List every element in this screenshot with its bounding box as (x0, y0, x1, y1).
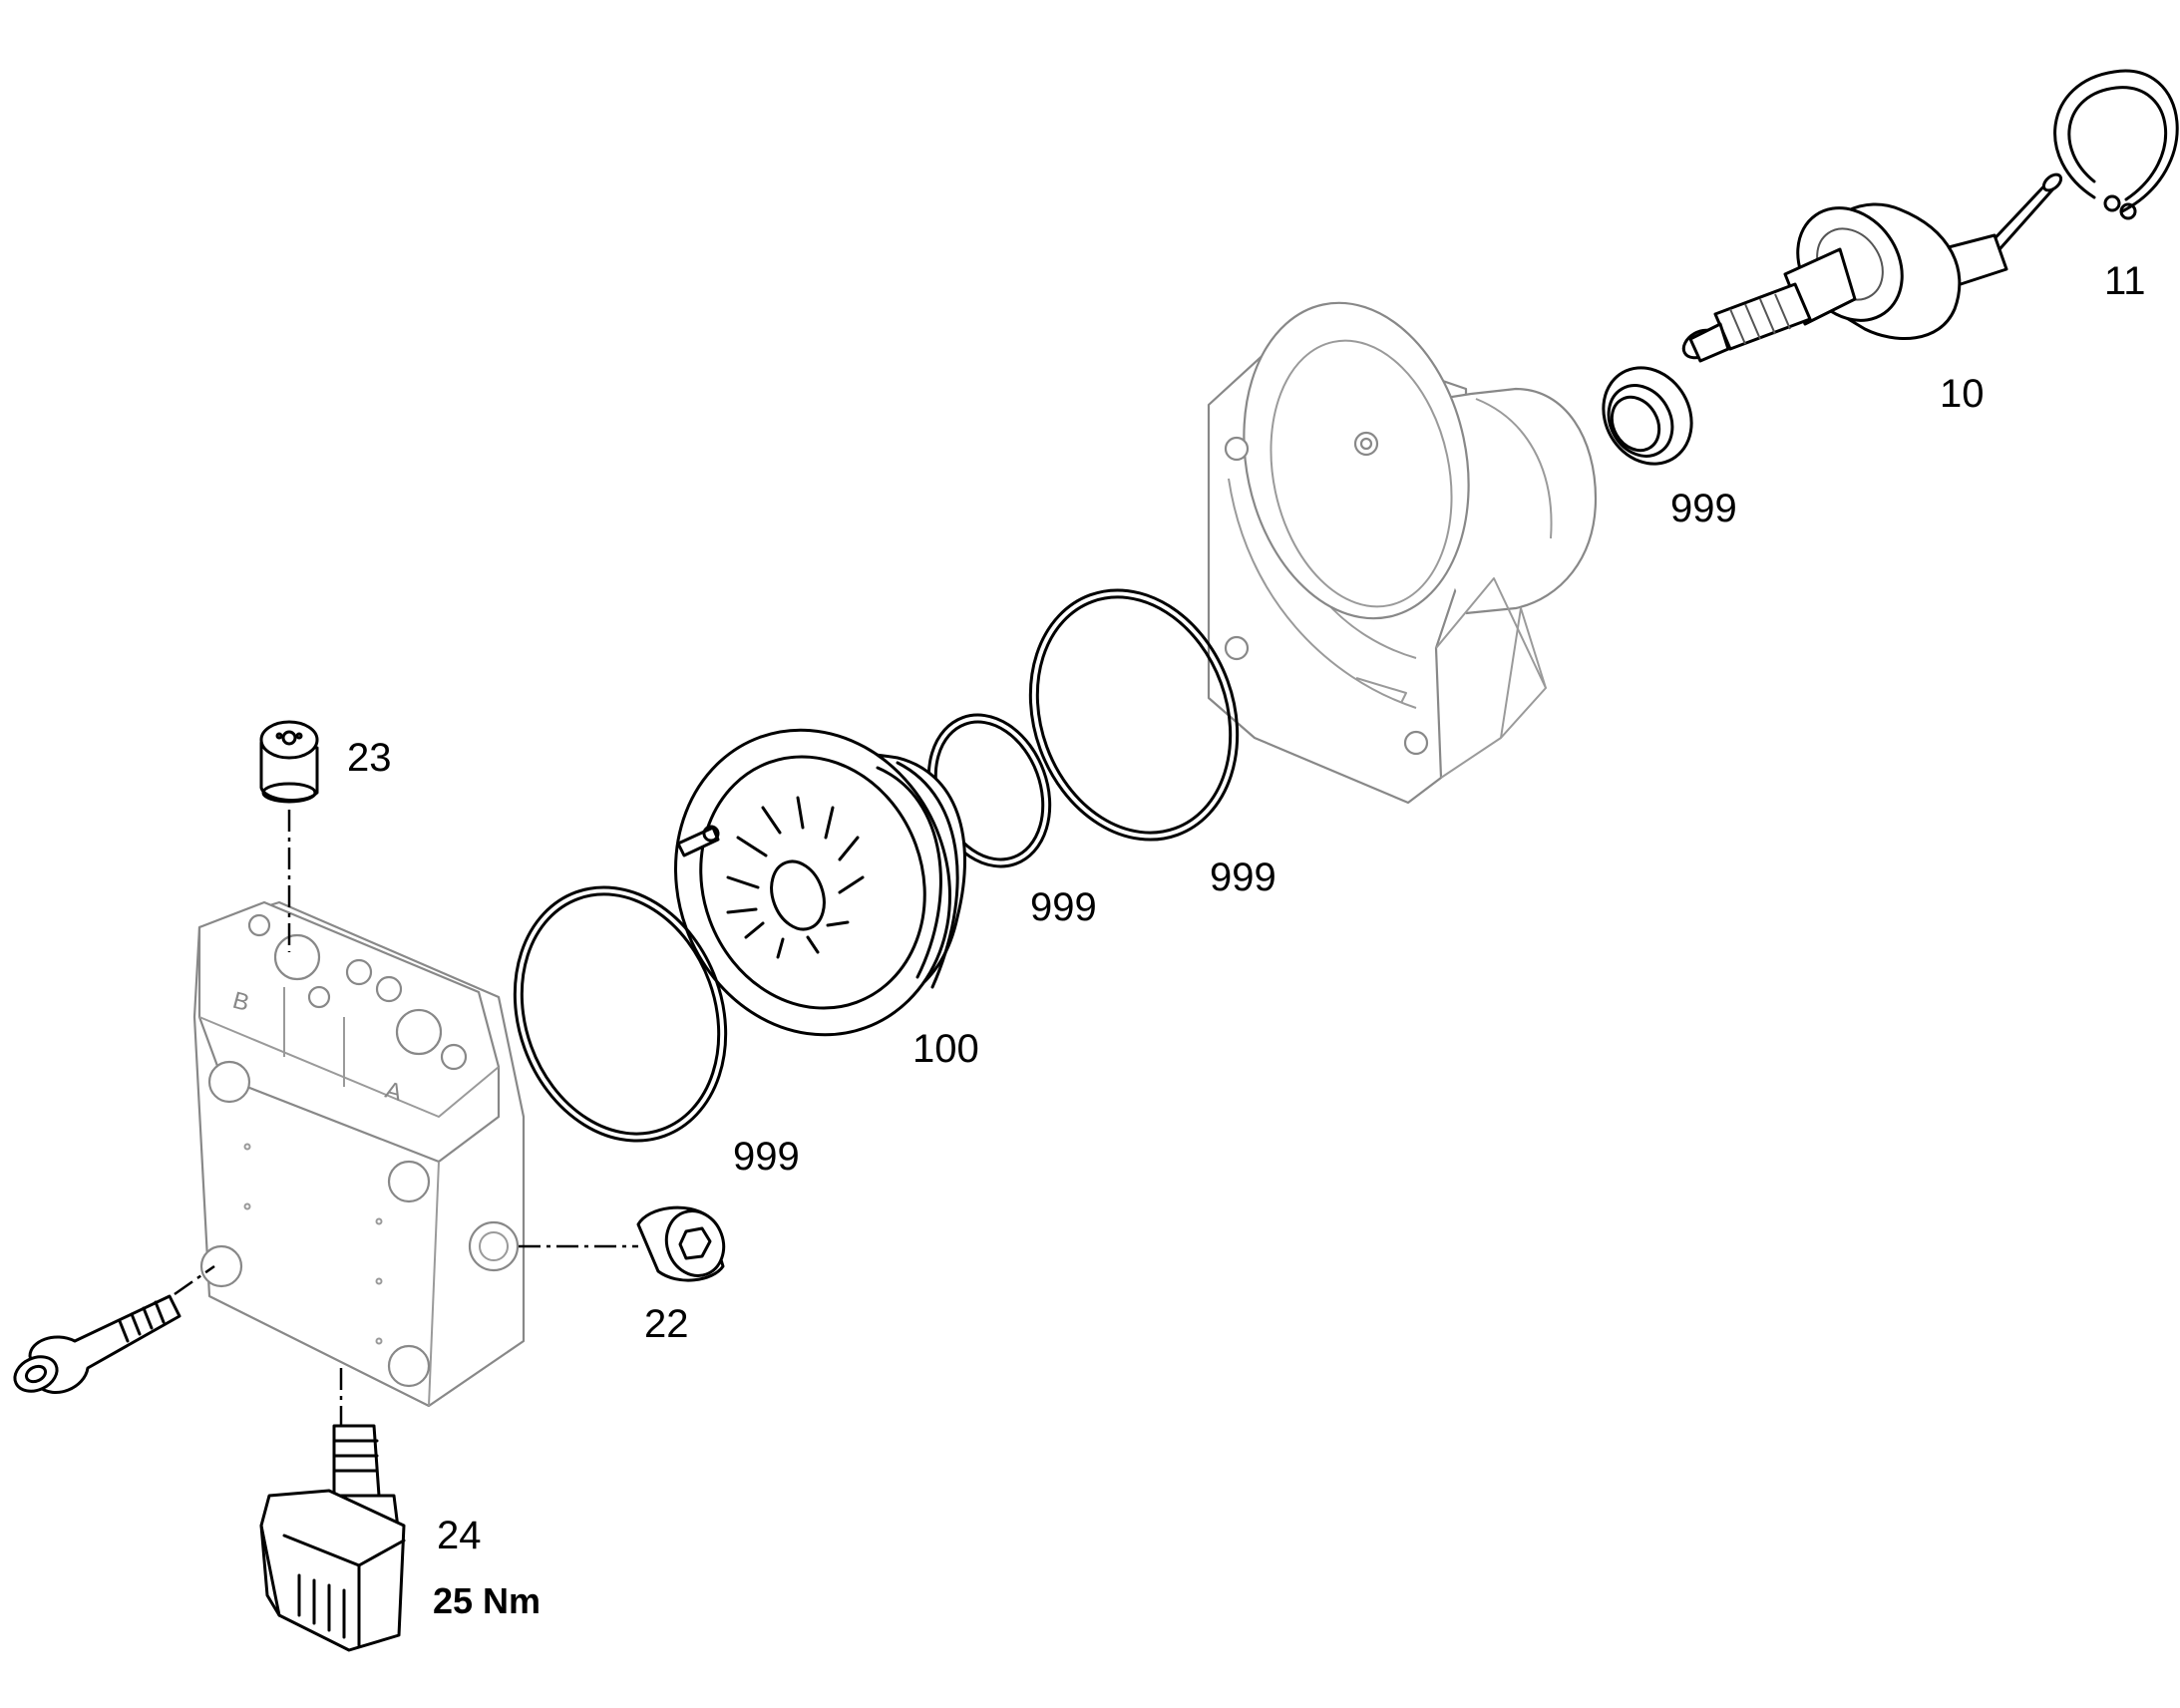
rotor-lobes (726, 796, 865, 959)
callout-23: 23 (347, 736, 392, 780)
callout-999-large-oring-right: 999 (1210, 855, 1276, 899)
callout-100: 100 (912, 1027, 979, 1071)
o-ring-999-large-left (513, 885, 728, 1143)
solenoid-valve-24 (259, 1424, 406, 1652)
callout-24: 24 (437, 1514, 482, 1557)
drive-shaft-10 (1681, 172, 2063, 363)
socket-head-bolt (13, 1294, 182, 1394)
motor-housing (1207, 301, 1598, 805)
rotor-set-100 (674, 728, 966, 1037)
torque-spec: 25 Nm (433, 1580, 542, 1621)
callout-11: 11 (2104, 259, 2146, 303)
assembly-axis-lines (174, 810, 638, 1426)
plug-23 (259, 720, 319, 804)
port-label-a: A (382, 1077, 404, 1107)
callout-999-large-oring-left: 999 (733, 1135, 800, 1179)
callout-999-seal: 999 (1670, 487, 1737, 530)
shaft-seal-999 (1602, 366, 1693, 466)
valve-block (192, 900, 526, 1408)
o-ring-999-large-right (1028, 588, 1240, 842)
retaining-ring-11 (2053, 69, 2179, 220)
callout-22: 22 (644, 1302, 689, 1346)
plug-22 (636, 1205, 726, 1282)
port-label-b: B (229, 987, 251, 1017)
callout-10: 10 (1940, 372, 1985, 416)
callout-999-small-oring: 999 (1030, 885, 1097, 929)
